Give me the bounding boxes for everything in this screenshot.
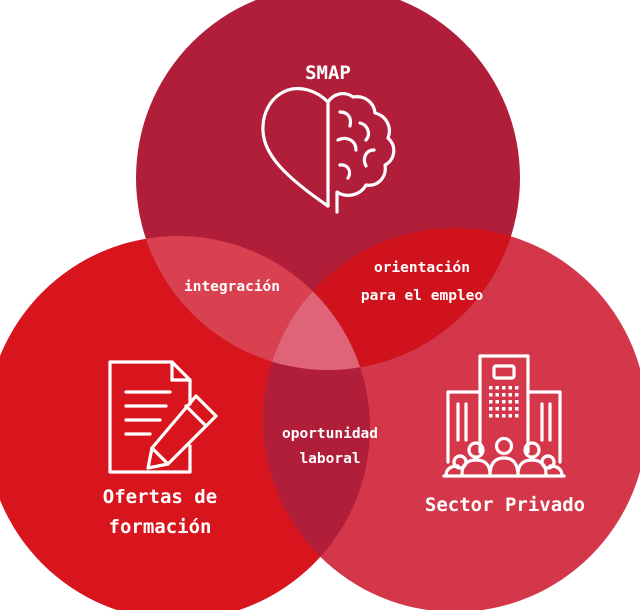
window-square xyxy=(508,407,512,411)
window-square xyxy=(495,407,499,411)
integracion-label: integración xyxy=(184,279,280,295)
window-square xyxy=(508,386,512,390)
window-square xyxy=(502,393,506,397)
window-square xyxy=(515,400,519,404)
window-square xyxy=(495,393,499,397)
window-square xyxy=(489,400,493,404)
window-square xyxy=(502,414,506,418)
oportunidad-label-line2: laboral xyxy=(299,451,360,467)
window-square xyxy=(489,393,493,397)
heart-brain-icon xyxy=(261,86,396,214)
window-square xyxy=(515,414,519,418)
window-square xyxy=(502,400,506,404)
window-square xyxy=(495,414,499,418)
intersection-top-left xyxy=(136,236,370,370)
orientacion-label-line2: para el empleo xyxy=(361,288,483,304)
window-square xyxy=(502,407,506,411)
ofertas-label-line2: formación xyxy=(109,516,212,538)
window-square xyxy=(489,414,493,418)
window-square xyxy=(515,407,519,411)
window-square xyxy=(515,393,519,397)
window-square xyxy=(502,386,506,390)
smap-label: SMAP xyxy=(305,62,351,84)
oportunidad-label-line1: oportunidad xyxy=(282,426,378,442)
document-pen-icon xyxy=(108,360,218,474)
window-square xyxy=(489,407,493,411)
ofertas-label-line1: Ofertas de xyxy=(103,486,217,508)
window-square xyxy=(508,393,512,397)
sector-privado-label: Sector Privado xyxy=(425,494,585,516)
window-square xyxy=(508,414,512,418)
window-square xyxy=(495,400,499,404)
orientacion-label-line1: orientación xyxy=(374,260,470,276)
intersection-top-right xyxy=(263,228,520,370)
window-square xyxy=(515,386,519,390)
window-square xyxy=(489,386,493,390)
window-square xyxy=(508,400,512,404)
window-square xyxy=(495,386,499,390)
office-building-people-icon xyxy=(442,354,566,478)
building-windows xyxy=(489,386,519,418)
